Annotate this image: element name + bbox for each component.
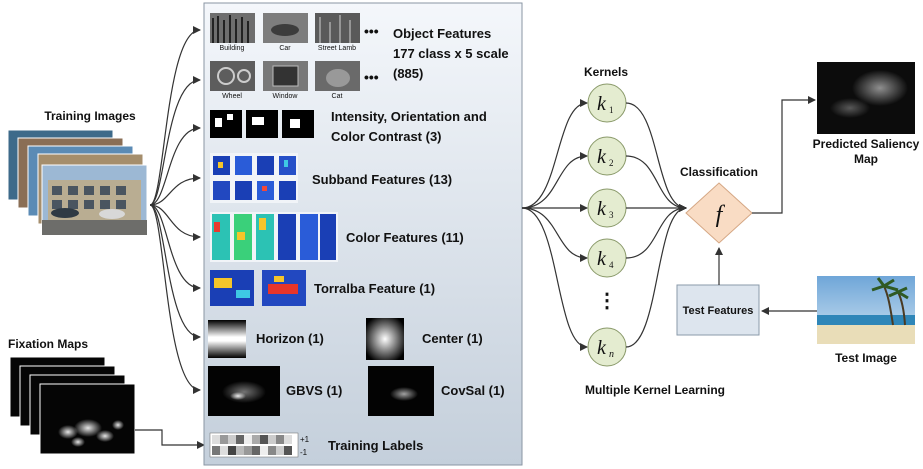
object-ellipsis-2: ••• (364, 69, 379, 85)
horizon-map (208, 320, 246, 358)
test-image (817, 276, 915, 344)
kernel-4-sub: 4 (609, 260, 614, 270)
torralba-label: Torralba Feature (1) (314, 281, 435, 296)
subband-label: Subband Features (13) (312, 172, 452, 187)
subband-maps (210, 153, 298, 203)
building-photo (41, 164, 148, 236)
intensity-maps (210, 110, 314, 138)
predicted-map-label-line1: Predicted Saliency (813, 137, 920, 151)
thumb-label-building: Building (220, 45, 245, 52)
kernel-1-letter: k (597, 93, 607, 115)
gbvs-label: GBVS (1) (286, 383, 342, 398)
kernel-2 (587, 136, 627, 176)
kernels-title: Kernels (584, 65, 628, 79)
intensity-label-line2: Color Contrast (3) (331, 129, 442, 144)
torralba-maps (210, 270, 306, 306)
classifier-merge-arrows (625, 102, 687, 348)
mkl-caption: Multiple Kernel Learning (585, 383, 725, 397)
label-minus-one: -1 (300, 448, 308, 457)
test-features-box (676, 284, 760, 336)
training-labels-strip (209, 432, 299, 458)
thumb-label-street-lamb: Street Lamb (318, 45, 356, 52)
kernel-n (587, 327, 627, 367)
object-features-subtitle: 177 class x 5 scale (393, 46, 509, 61)
intensity-label-line1: Intensity, Orientation and (331, 109, 487, 124)
fixation-to-labels-arrow (135, 429, 205, 449)
kernel-3-sub: 3 (609, 210, 614, 220)
kernel-3-letter: k (597, 198, 607, 220)
predicted-map-label-line2: Map (854, 152, 878, 166)
color-features-label: Color Features (11) (346, 230, 464, 245)
fanout-arrows (149, 26, 201, 394)
kernel-1-sub: 1 (609, 105, 614, 115)
kernel-n-sub: n (609, 349, 614, 360)
object-features-title: Object Features (393, 26, 491, 41)
kernel-nodes (587, 83, 627, 367)
predicted-saliency-map (817, 62, 915, 134)
classifier-diamond (685, 182, 753, 244)
thumb-label-wheel: Wheel (222, 93, 242, 100)
color-maps (210, 212, 338, 262)
thumb-label-car: Car (279, 45, 291, 52)
kernel-2-sub: 2 (609, 158, 614, 168)
kernel-4-letter: k (597, 248, 607, 270)
kernel-2-letter: k (597, 146, 607, 168)
object-ellipsis-1: ••• (364, 23, 379, 39)
kernel-3 (587, 188, 627, 228)
test-features-label: Test Features (683, 305, 754, 317)
gbvs-map (208, 366, 280, 416)
center-map (366, 318, 404, 360)
center-label: Center (1) (422, 331, 483, 346)
test-image-label: Test Image (835, 351, 897, 365)
fixation-maps-stack (9, 356, 136, 455)
horizon-label: Horizon (1) (256, 331, 324, 346)
kernel-1 (587, 83, 627, 123)
kernel-4 (587, 238, 627, 278)
object-thumbnails (210, 13, 360, 91)
classification-title: Classification (680, 165, 758, 179)
training-labels-label: Training Labels (328, 438, 423, 453)
thumb-label-cat: Cat (332, 93, 343, 100)
kernel-fanout-arrows (521, 99, 588, 351)
covsal-label: CovSal (1) (441, 383, 505, 398)
training-images-title: Training Images (44, 109, 136, 123)
kernel-vdots: ⋮ (597, 290, 617, 312)
label-plus-one: +1 (300, 435, 310, 444)
object-features-count: (885) (393, 66, 423, 81)
fixation-maps-title: Fixation Maps (8, 337, 88, 351)
thumb-label-window: Window (273, 93, 299, 100)
kernel-n-letter: k (597, 337, 607, 359)
training-images-stack (7, 129, 148, 236)
classifier-to-output-arrow (752, 96, 816, 214)
classifier-function: f (716, 202, 726, 228)
covsal-map (368, 366, 434, 416)
